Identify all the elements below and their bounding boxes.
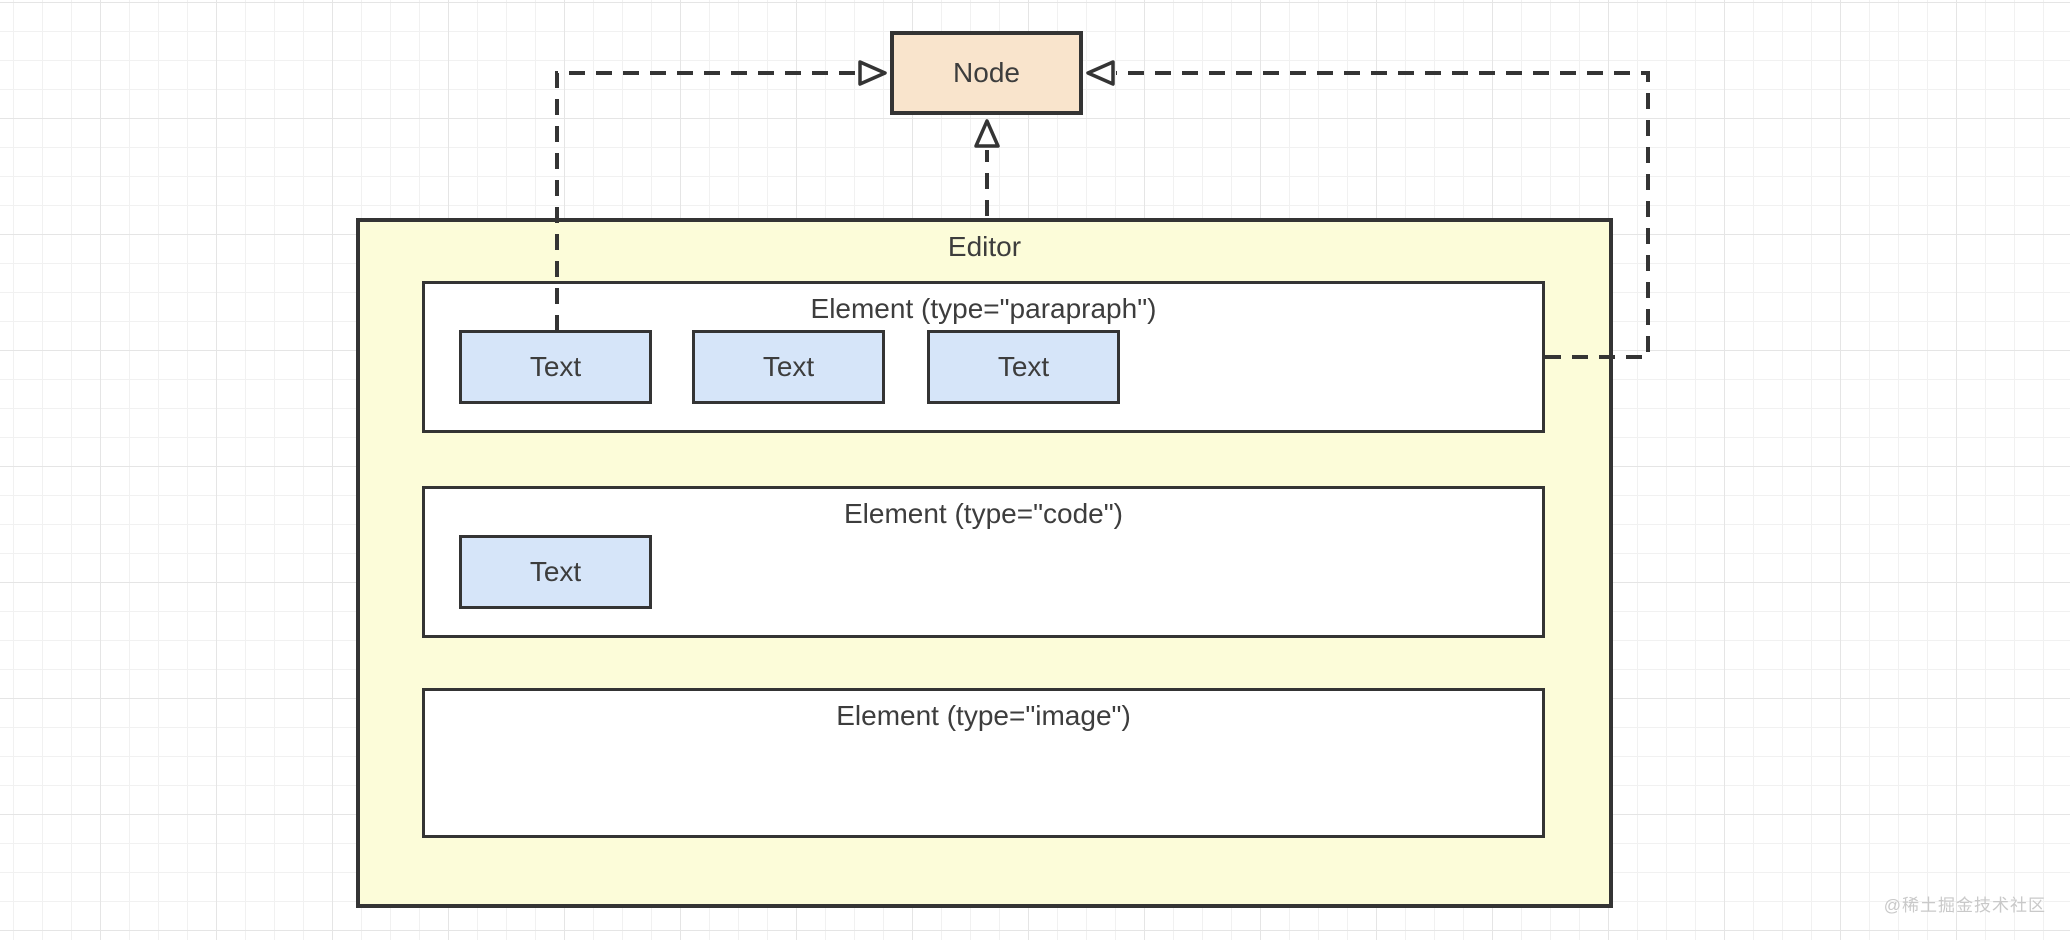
- element-code: Element (type="code") Text: [422, 486, 1545, 638]
- text-leaf-label: Text: [997, 351, 1050, 382]
- element-image: Element (type="image"): [422, 688, 1545, 838]
- text-leaf: Text: [459, 535, 652, 609]
- editor-label: Editor: [947, 231, 1022, 262]
- text-leaf: Text: [927, 330, 1120, 404]
- text-leaf: Text: [692, 330, 885, 404]
- element-paragraph-label: Element (type="parapraph"): [810, 293, 1157, 324]
- text-leaf-label: Text: [762, 351, 815, 382]
- arrowhead-right-icon: [858, 60, 887, 86]
- editor-box: Editor Element (type="parapraph") Text T…: [356, 218, 1613, 908]
- element-paragraph: Element (type="parapraph") Text Text Tex…: [422, 281, 1545, 433]
- text-leaf-label: Text: [529, 351, 582, 382]
- arrowhead-left-icon: [1086, 60, 1115, 86]
- element-code-label: Element (type="code"): [843, 498, 1123, 529]
- node-label: Node: [953, 57, 1020, 88]
- node-box: Node: [890, 31, 1083, 115]
- watermark: @稀土掘金技术社区: [1883, 896, 2046, 915]
- text-leaf: Text: [459, 330, 652, 404]
- element-image-label: Element (type="image"): [836, 700, 1131, 731]
- arrowhead-up-icon: [974, 119, 1000, 148]
- text-leaf-label: Text: [529, 556, 582, 587]
